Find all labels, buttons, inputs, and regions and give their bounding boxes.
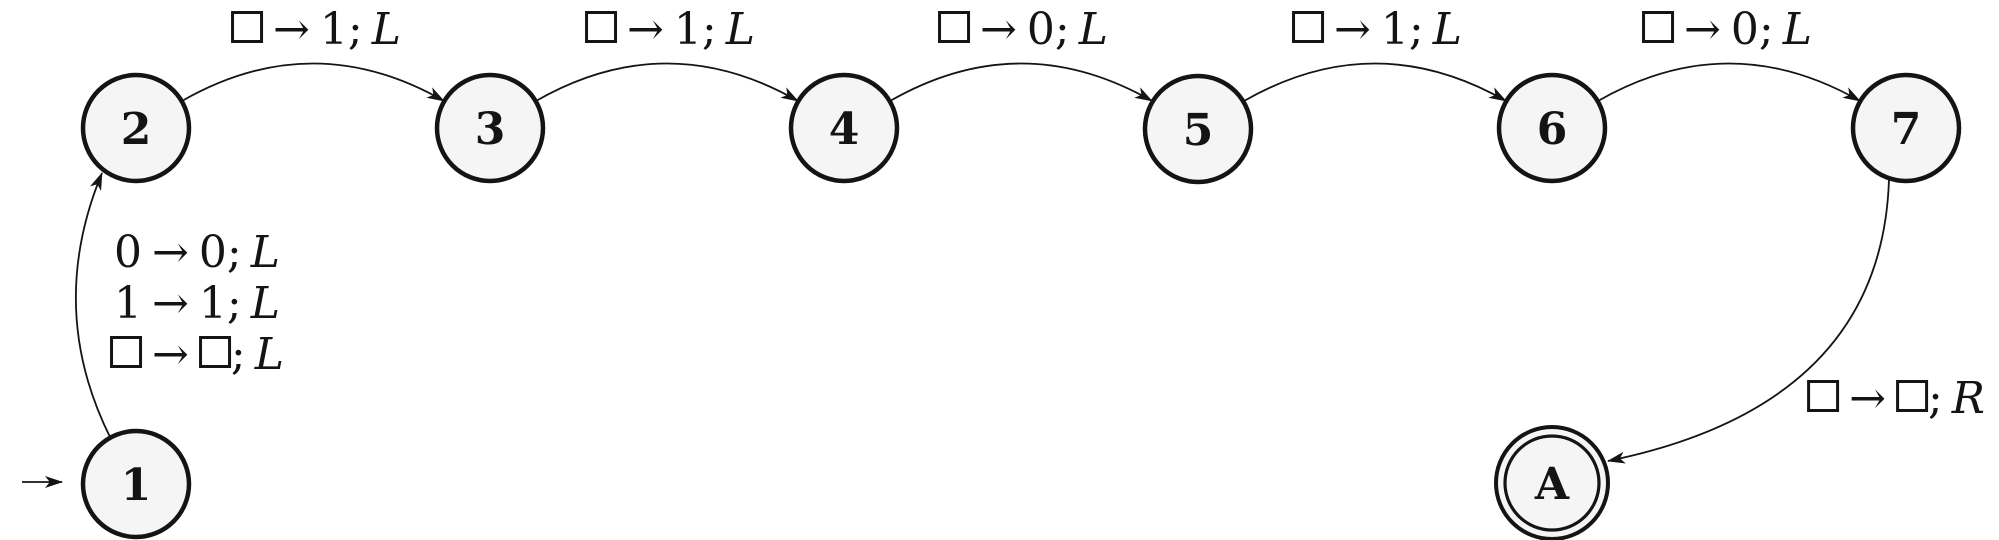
transition-rule: 1→1;L xyxy=(110,278,284,329)
move-direction: L xyxy=(254,329,284,380)
write-symbol: 0 xyxy=(198,227,227,278)
separator: ; xyxy=(1758,4,1774,55)
write-symbol: 1 xyxy=(1380,4,1409,55)
blank-symbol-icon xyxy=(1895,380,1928,412)
rewrite-arrow: → xyxy=(273,4,310,55)
state-circle-4 xyxy=(788,72,900,184)
blank-symbol-icon xyxy=(938,11,971,43)
transition-rule: →1;L xyxy=(585,5,755,55)
move-direction: L xyxy=(250,278,280,329)
move-direction: L xyxy=(1078,4,1108,55)
move-direction: L xyxy=(1782,4,1812,55)
transition-rule: →;R xyxy=(1807,374,1985,424)
separator: ; xyxy=(226,227,242,278)
transition-arc-2-3 xyxy=(181,62,445,102)
separator: ; xyxy=(1927,373,1943,424)
state-label-2: 2 xyxy=(121,104,152,155)
transition-rule: →0;L xyxy=(938,5,1108,55)
transition-label-2-3: →1;L xyxy=(231,5,401,55)
state-label-7: 7 xyxy=(1891,104,1922,155)
separator: ; xyxy=(347,4,363,55)
transition-arc-4-5 xyxy=(889,62,1153,102)
blank-symbol-icon xyxy=(1642,11,1675,43)
state-circle-A xyxy=(1494,425,1610,540)
state-label-4: 4 xyxy=(829,104,860,155)
rewrite-arrow: → xyxy=(152,278,189,329)
write-symbol: 0 xyxy=(1026,4,1055,55)
blank-symbol-icon xyxy=(585,11,618,43)
state-label-3: 3 xyxy=(475,104,506,155)
read-symbol: 0 xyxy=(114,227,143,278)
rewrite-arrow: → xyxy=(980,4,1017,55)
rewrite-arrow: → xyxy=(1849,373,1886,424)
transition-rule: →;L xyxy=(110,329,284,380)
separator: ; xyxy=(1408,4,1424,55)
blank-symbol-icon xyxy=(1292,11,1325,43)
transition-rule: →0;L xyxy=(1642,5,1812,55)
move-direction: L xyxy=(250,227,280,278)
state-label-5: 5 xyxy=(1183,105,1214,156)
state-label-1: 1 xyxy=(121,460,152,511)
move-direction: L xyxy=(1432,4,1462,55)
rewrite-arrow: → xyxy=(152,329,189,380)
transition-rule: →1;L xyxy=(231,5,401,55)
transition-rule: →1;L xyxy=(1292,5,1462,55)
rewrite-arrow: → xyxy=(152,227,189,278)
state-circle-7 xyxy=(1850,72,1962,184)
state-circle-2 xyxy=(80,72,192,184)
transition-label-6-7: →0;L xyxy=(1642,5,1812,55)
write-symbol: 0 xyxy=(1730,4,1759,55)
write-symbol: 1 xyxy=(198,278,227,329)
rewrite-arrow: → xyxy=(1334,4,1371,55)
blank-symbol-icon xyxy=(1807,380,1840,412)
read-symbol: 1 xyxy=(114,278,143,329)
transition-label-7-A: →;R xyxy=(1807,374,1985,424)
transition-arc-3-4 xyxy=(535,62,799,102)
move-direction: L xyxy=(371,4,401,55)
separator: ; xyxy=(226,278,242,329)
state-label-6: 6 xyxy=(1537,104,1568,155)
move-direction: L xyxy=(725,4,755,55)
state-circle-5 xyxy=(1142,73,1254,185)
write-symbol: 1 xyxy=(319,4,348,55)
transition-arc-7-A xyxy=(1607,178,1890,464)
blank-symbol-icon xyxy=(231,11,264,43)
transition-label-5-6: →1;L xyxy=(1292,5,1462,55)
state-inner-circle-A xyxy=(1503,434,1601,532)
blank-symbol-icon xyxy=(198,336,231,368)
separator: ; xyxy=(230,329,246,380)
write-symbol: 1 xyxy=(673,4,702,55)
state-circle-6 xyxy=(1496,72,1608,184)
rewrite-arrow: → xyxy=(627,4,664,55)
rewrite-arrow: → xyxy=(1684,4,1721,55)
transition-label-3-4: →1;L xyxy=(585,5,755,55)
separator: ; xyxy=(701,4,717,55)
state-circle-3 xyxy=(434,72,546,184)
transition-arc-5-6 xyxy=(1243,62,1507,102)
state-label-A: A xyxy=(1534,459,1570,510)
blank-symbol-icon xyxy=(110,336,143,368)
transition-arc-1-2 xyxy=(74,172,111,438)
move-direction: R xyxy=(1951,373,1985,424)
state-circle-1 xyxy=(80,428,192,540)
transition-label-4-5: →0;L xyxy=(938,5,1108,55)
transition-rule: 0→0;L xyxy=(110,227,284,278)
transition-arc-6-7 xyxy=(1597,62,1861,102)
separator: ; xyxy=(1054,4,1070,55)
